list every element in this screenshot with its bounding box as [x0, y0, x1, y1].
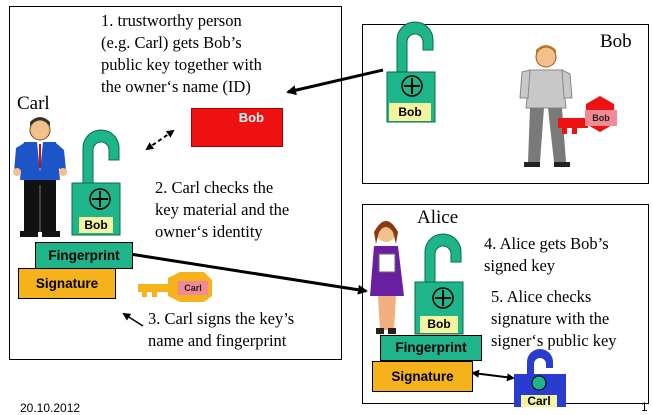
bob-padlock-bob-icon	[386, 21, 436, 123]
carl-lock-label: Carl	[521, 395, 557, 407]
footer-date: 20.10.2012	[20, 401, 81, 415]
signature-box-alice: Signature	[372, 361, 473, 392]
alice-name: Alice	[417, 207, 459, 228]
carl-name: Carl	[17, 93, 50, 114]
signature-box-carl: Signature	[18, 268, 116, 299]
step3-text: 3. Carl signs the key’s name and fingerp…	[148, 309, 295, 350]
step4-text: 4. Alice gets Bob’s signed key	[484, 234, 609, 275]
arrow-bob-to-carl	[286, 68, 384, 96]
step5-text: 5. Alice checks signature with the signe…	[491, 287, 617, 350]
arrow-carl-to-alice	[129, 252, 368, 295]
bob-lock-label-carl: Bob	[79, 217, 113, 233]
step1-text: 1. trustworthy person (e.g. Carl) gets B…	[101, 11, 262, 96]
step2-text: 2. Carl checks the key material and the …	[155, 178, 290, 241]
page-number: 1	[641, 400, 648, 414]
arrow-sign	[122, 312, 144, 327]
bob-lock-label-alice: Bob	[420, 316, 458, 333]
arrow-dashed-check	[145, 129, 175, 151]
bob-key-box-label: Bob	[238, 110, 264, 125]
bob-key-label: Bob	[585, 110, 617, 126]
carl-panel	[9, 6, 342, 360]
bob-name: Bob	[600, 31, 632, 52]
bob-person-icon	[519, 45, 573, 167]
carl-key-label: Carl	[178, 281, 208, 295]
alice-person-icon	[370, 221, 404, 334]
fingerprint-box-alice: Fingerprint	[380, 335, 482, 361]
bob-lock-label-bob: Bob	[389, 103, 431, 121]
arrow-check-signature	[471, 369, 515, 382]
fingerprint-box-carl: Fingerprint	[35, 242, 133, 269]
carl-person-icon	[13, 117, 67, 237]
bob-key-box: Bob	[191, 108, 283, 147]
